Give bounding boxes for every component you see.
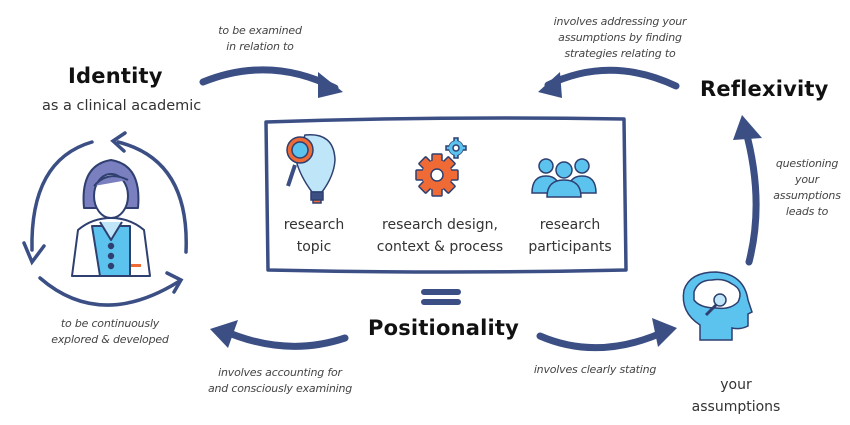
box-item-research-participants: research participants [520,214,620,258]
box-item-label: participants [528,239,612,255]
identity-cycle-arrows [22,131,188,307]
note-line: leads to [785,205,829,218]
note-positionality-to-identity: involves accounting for and consciously … [200,365,360,397]
identity-title: Identity [68,64,163,88]
reflexivity-title: Reflexivity [700,77,829,101]
note-line: questioning [775,157,839,170]
note-line: in relation to [226,40,294,53]
assumptions-label: your assumptions [686,374,786,418]
clinician-icon [71,159,151,277]
box-item-research-design: research design, context & process [370,214,510,258]
box-item-label: research [283,217,345,233]
assumptions-line-1: your [720,377,752,393]
note-positionality-to-assumptions: involves clearly stating [530,362,660,378]
note-identity-cycle: to be continuously explored & developed [40,316,180,348]
head-brain-magnifier-icon [682,271,753,341]
positionality-title: Positionality [368,316,520,340]
note-identity-to-box: to be examined in relation to [200,23,320,55]
note-line: to be examined [218,24,302,37]
note-line: assumptions [773,189,841,202]
gears-icon [415,137,467,197]
note-assumptions-to-reflexivity: questioning your assumptions leads to [772,156,842,220]
note-line: and consciously examining [207,382,353,395]
arrow-assumptions-to-reflexivity [733,115,762,266]
box-item-research-topic: research topic [266,214,362,258]
note-line: your [795,173,819,186]
note-line: involves clearly stating [533,363,657,376]
lightbulb-magnifier-icon [286,133,336,204]
box-item-label: context & process [376,239,504,255]
note-line: to be continuously [60,317,160,330]
box-item-label: topic [296,239,332,255]
identity-subtitle: as a clinical academic [42,98,202,114]
note-line: strategies relating to [564,47,676,60]
people-group-icon [531,158,597,198]
box-item-label: research design, [382,217,498,233]
note-line: explored & developed [51,333,169,346]
arrow-identity-to-box [199,66,343,98]
note-line: assumptions by finding [558,31,682,44]
note-line: involves addressing your [553,15,687,28]
assumptions-line-2: assumptions [691,399,781,415]
topics-box [264,116,628,274]
arrow-positionality-to-identity [210,320,349,350]
equals-icon [421,289,461,305]
arrow-reflexivity-to-box [538,66,680,98]
note-reflexivity-to-box: involves addressing your assumptions by … [545,14,695,62]
arrow-positionality-to-assumptions [536,318,677,352]
note-line: involves accounting for [218,366,342,379]
box-item-label: research [539,217,601,233]
